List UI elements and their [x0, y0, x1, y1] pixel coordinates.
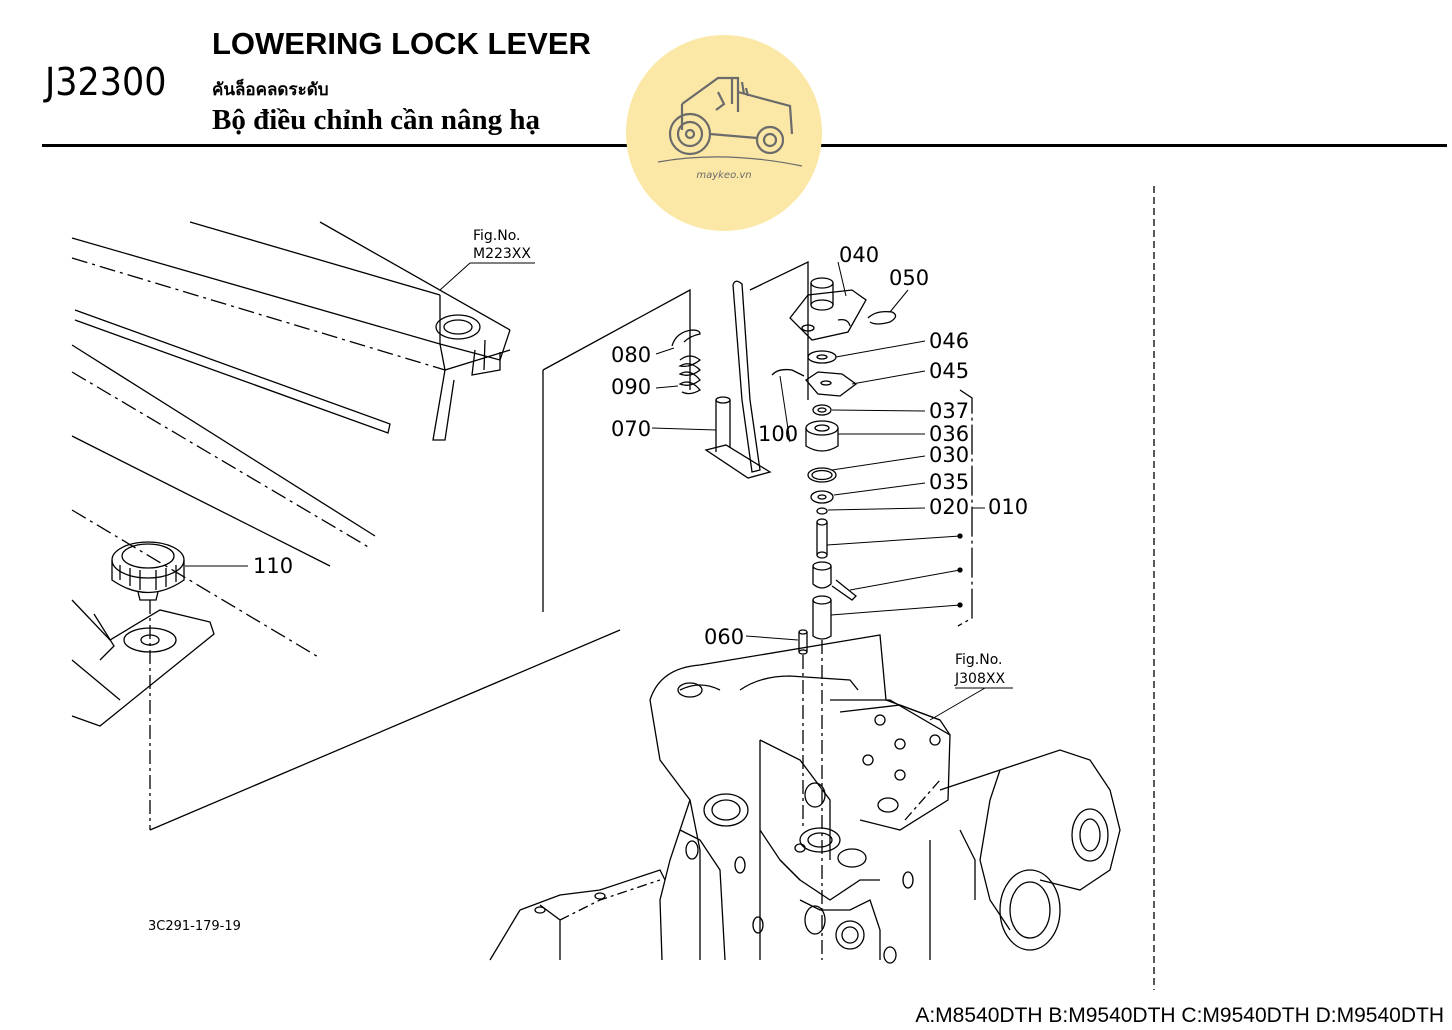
callout-045: 045: [929, 359, 969, 383]
watermark-swoosh: [657, 156, 803, 167]
callout-040: 040: [839, 243, 879, 267]
callout-030: 030: [929, 443, 969, 467]
title-english: LOWERING LOCK LEVER: [212, 26, 591, 61]
callout-046: 046: [929, 329, 969, 353]
assembly-axis: [802, 640, 823, 960]
fig-ref-label: Fig.No.: [473, 228, 521, 244]
pin-080: [655, 329, 701, 355]
callout-090: 090: [611, 375, 651, 399]
washer-035: [810, 482, 926, 504]
model-applicability: A:M8540DTH B:M9540DTH C:M9540DTH D:M9540…: [915, 1004, 1444, 1027]
clip-050: [867, 289, 909, 325]
assembly-link-line: [749, 260, 809, 400]
cover-plate-drawing: [71, 221, 511, 830]
exploded-parts-diagram: 040 050 046 045 037 036 030 035 020 010 …: [71, 186, 1155, 990]
callout-037: 037: [929, 399, 969, 423]
watermark-circle: [626, 35, 822, 231]
fig-ref-code: M223XX: [473, 246, 531, 262]
watermark-text: maykeo.vn: [696, 170, 751, 181]
callout-100: 100: [758, 422, 798, 446]
fig-ref-label: Fig.No.: [955, 652, 1003, 668]
lever-070: [651, 280, 772, 479]
watermark-logo: maykeo.vn: [626, 35, 822, 231]
pin-060: [745, 629, 808, 655]
drawing-id: 3C291-179-19: [148, 919, 241, 934]
title-vietnamese: Bộ điều chỉnh cần nâng hạ: [212, 104, 540, 136]
lift-housing: [489, 634, 1121, 964]
callout-036: 036: [929, 422, 969, 446]
knob-110: [111, 541, 248, 601]
callout-020: 020: [929, 495, 969, 519]
callout-060: 060: [704, 625, 744, 649]
plate-045: [805, 370, 926, 397]
callout-035: 035: [929, 470, 969, 494]
tractor-icon: [668, 76, 794, 156]
callout-010: 010: [988, 495, 1028, 519]
nut-036: [805, 420, 925, 452]
plate-040: [789, 261, 867, 341]
callout-070: 070: [611, 417, 651, 441]
title-thai: คันล็อคลดระดับ: [212, 80, 329, 100]
assembly-link-line: [149, 629, 621, 831]
ring-037: [812, 404, 926, 416]
callout-050: 050: [889, 266, 929, 290]
fig-ref-leader: [439, 262, 535, 291]
washer-046: [807, 340, 926, 364]
part-group-code: J32300: [45, 60, 167, 104]
ring-020: [816, 507, 926, 515]
callout-110: 110: [253, 554, 293, 578]
shaft-parts: [812, 518, 963, 640]
fig-ref-code: J308XX: [954, 671, 1005, 687]
spring-090: [655, 355, 702, 395]
pin-100: [771, 368, 805, 443]
o-ring-030: [807, 455, 926, 483]
callout-080: 080: [611, 343, 651, 367]
